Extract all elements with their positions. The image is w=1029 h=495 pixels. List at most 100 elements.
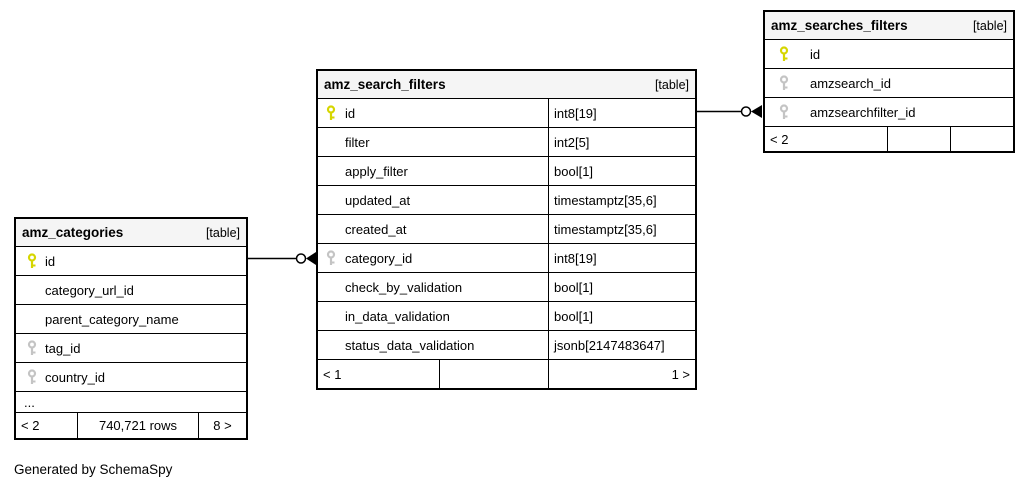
more-columns-ellipsis: ... bbox=[16, 392, 246, 413]
fk-connector-search-filters-to-searches-filters bbox=[697, 105, 762, 118]
column-row: status_data_validation jsonb[2147483647] bbox=[318, 331, 695, 360]
column-name: tag_id bbox=[45, 340, 81, 356]
column-name: status_data_validation bbox=[345, 337, 475, 353]
column-name-cell: amzsearch_id bbox=[765, 69, 1013, 97]
column-name-cell: parent_category_name bbox=[16, 305, 246, 333]
column-name: id bbox=[810, 46, 821, 62]
column-name-cell: id bbox=[16, 247, 246, 275]
column-name: updated_at bbox=[345, 192, 411, 208]
column-name: filter bbox=[345, 134, 370, 150]
column-row: category_url_id bbox=[16, 276, 246, 305]
column-name: id bbox=[345, 105, 356, 121]
zero-cardinality-circle bbox=[295, 253, 307, 264]
column-type: timestamptz[35,6] bbox=[548, 186, 695, 214]
column-name-cell: id bbox=[318, 99, 548, 127]
footer-row-count bbox=[887, 127, 950, 151]
primary-key-icon bbox=[26, 252, 38, 270]
column-row: id bbox=[16, 247, 246, 276]
column-row: country_id bbox=[16, 363, 246, 392]
footer-children-count: < 2 bbox=[21, 418, 40, 433]
column-row: amzsearchfilter_id bbox=[765, 98, 1013, 127]
column-row: parent_category_name bbox=[16, 305, 246, 334]
column-row: updated_at timestamptz[35,6] bbox=[318, 186, 695, 215]
column-name: check_by_validation bbox=[345, 279, 463, 295]
column-name: id bbox=[45, 253, 56, 269]
column-name-cell: filter bbox=[318, 128, 548, 156]
table-type-badge: [table] bbox=[654, 77, 689, 92]
column-name-cell: tag_id bbox=[16, 334, 246, 362]
table-header[interactable]: amz_searches_filters [table] bbox=[765, 12, 1013, 40]
column-name-cell: apply_filter bbox=[318, 157, 548, 185]
crow-foot-marker bbox=[306, 252, 316, 265]
column-type: timestamptz[35,6] bbox=[548, 215, 695, 243]
column-name: created_at bbox=[345, 221, 407, 237]
column-name: country_id bbox=[45, 369, 105, 385]
column-type: jsonb[2147483647] bbox=[548, 331, 695, 359]
table-name[interactable]: amz_searches_filters bbox=[771, 18, 908, 33]
column-row: apply_filter bool[1] bbox=[318, 157, 695, 186]
column-name-cell: check_by_validation bbox=[318, 273, 548, 301]
foreign-key-icon bbox=[778, 103, 790, 121]
column-row: category_id int8[19] bbox=[318, 244, 695, 273]
column-name: in_data_validation bbox=[345, 308, 450, 324]
column-type: bool[1] bbox=[548, 302, 695, 330]
column-name: amzsearchfilter_id bbox=[810, 104, 916, 120]
column-type: int8[19] bbox=[548, 244, 695, 272]
table-name[interactable]: amz_categories bbox=[22, 225, 124, 240]
column-row: in_data_validation bool[1] bbox=[318, 302, 695, 331]
column-name-cell: country_id bbox=[16, 363, 246, 391]
footer-parents-count: 1 > bbox=[548, 360, 695, 388]
table-type-badge: [table] bbox=[972, 18, 1007, 33]
db-table-amz_searches_filters[interactable]: amz_searches_filters [table] id amzsearch_i… bbox=[763, 10, 1015, 153]
column-row: amzsearch_id bbox=[765, 69, 1013, 98]
foreign-key-icon bbox=[26, 368, 38, 386]
column-name: category_url_id bbox=[45, 282, 134, 298]
column-type: int2[5] bbox=[548, 128, 695, 156]
column-type: bool[1] bbox=[548, 273, 695, 301]
foreign-key-icon bbox=[778, 74, 790, 92]
footer-parents-count bbox=[950, 127, 1013, 151]
column-name-cell: amzsearchfilter_id bbox=[765, 98, 1013, 126]
column-type: bool[1] bbox=[548, 157, 695, 185]
column-row: created_at timestamptz[35,6] bbox=[318, 215, 695, 244]
column-name: category_id bbox=[345, 250, 413, 266]
table-footer: < 1 1 > bbox=[318, 360, 695, 388]
generated-by-note: Generated by SchemaSpy bbox=[14, 462, 173, 477]
table-type-badge: [table] bbox=[205, 225, 240, 240]
column-name-cell: updated_at bbox=[318, 186, 548, 214]
table-header[interactable]: amz_categories [table] bbox=[16, 219, 246, 247]
fk-connector-categories-to-search-filters bbox=[248, 252, 316, 265]
table-header[interactable]: amz_search_filters [table] bbox=[318, 71, 695, 99]
column-name: apply_filter bbox=[345, 163, 408, 179]
footer-row-count bbox=[439, 360, 548, 388]
footer-children-count: < 1 bbox=[323, 366, 342, 382]
column-name: parent_category_name bbox=[45, 311, 179, 327]
table-footer: < 2 bbox=[765, 127, 1013, 151]
primary-key-icon bbox=[325, 104, 337, 122]
column-name-cell: id bbox=[765, 40, 1013, 68]
column-row: check_by_validation bool[1] bbox=[318, 273, 695, 302]
column-name-cell: in_data_validation bbox=[318, 302, 548, 330]
column-name-cell: category_id bbox=[318, 244, 548, 272]
zero-cardinality-circle bbox=[740, 106, 752, 117]
column-row: filter int2[5] bbox=[318, 128, 695, 157]
column-name: amzsearch_id bbox=[810, 75, 891, 91]
column-name-cell: status_data_validation bbox=[318, 331, 548, 359]
column-row: tag_id bbox=[16, 334, 246, 363]
foreign-key-icon bbox=[26, 339, 38, 357]
foreign-key-icon bbox=[325, 249, 337, 267]
column-name-cell: category_url_id bbox=[16, 276, 246, 304]
footer-row-count: 740,721 rows bbox=[77, 413, 198, 438]
table-name[interactable]: amz_search_filters bbox=[324, 77, 446, 92]
footer-parents-count: 8 > bbox=[198, 413, 246, 438]
primary-key-icon bbox=[778, 45, 790, 63]
crow-foot-marker bbox=[751, 105, 762, 118]
column-name-cell: created_at bbox=[318, 215, 548, 243]
footer-children-count: < 2 bbox=[770, 131, 789, 147]
column-row: id bbox=[765, 40, 1013, 69]
